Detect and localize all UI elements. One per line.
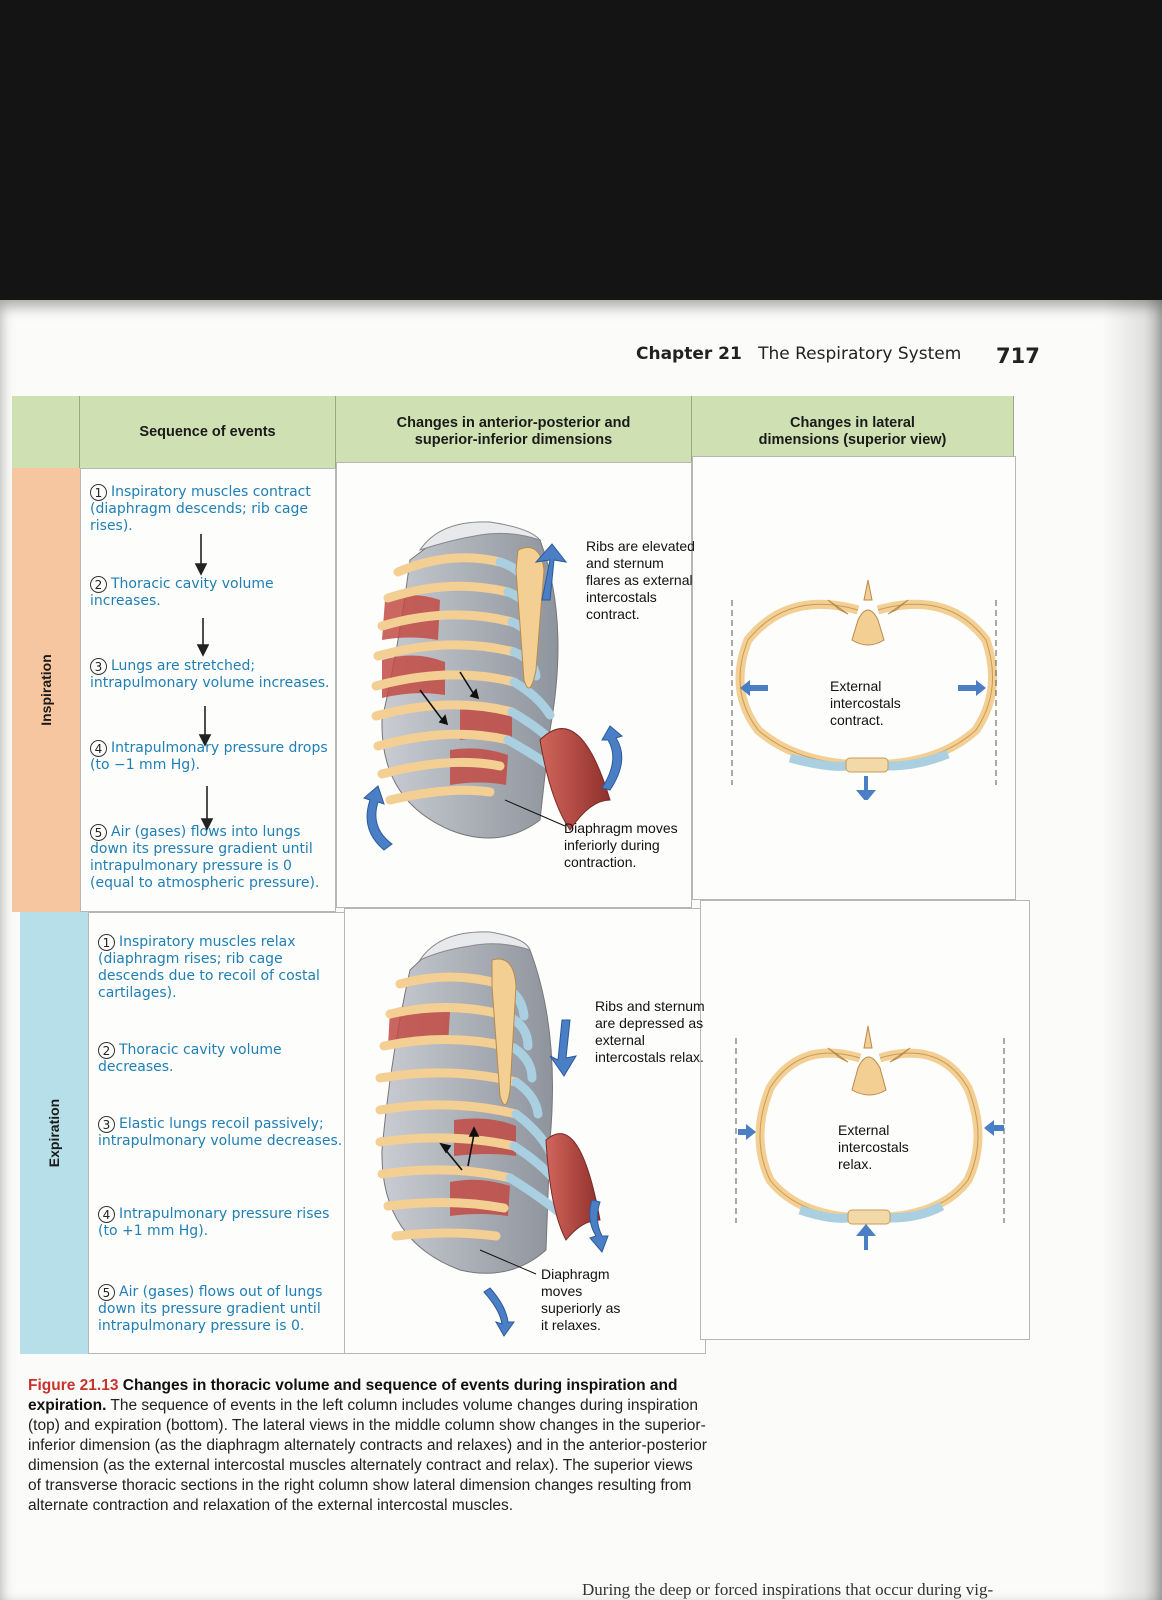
inspiration-diaphragm-callout: Diaphragm moves inferiorly during contra…	[564, 820, 678, 870]
inspiration-band: Inspiration	[12, 468, 80, 912]
left-arrow-icon	[740, 680, 768, 696]
inspiration-lateral-callout: External intercostals contract.	[830, 678, 901, 728]
step-number: 4	[90, 740, 107, 757]
figure-number: Figure 21.13	[28, 1377, 119, 1394]
step-text: Inspiratory muscles contract (diaphragm …	[90, 484, 311, 534]
running-head: Chapter 21 The Respiratory System	[636, 344, 961, 364]
page-number: 717	[996, 344, 1040, 368]
header-sequence-label: Sequence of events	[139, 423, 276, 440]
bottom-body-text: During the deep or forced inspirations t…	[582, 1580, 994, 1599]
expiration-label: Expiration	[46, 1098, 62, 1168]
right-arrow-icon	[738, 1124, 756, 1140]
inspiration-lateral-cell	[692, 456, 1016, 900]
inspiration-ribs-callout: Ribs are elevated and sternum flares as …	[586, 538, 695, 622]
running-head-chapter: Chapter 21	[636, 344, 742, 364]
step-text: Thoracic cavity volume increases.	[90, 576, 274, 609]
step-number: 3	[90, 658, 107, 675]
expiration-lateral-callout: External intercostals relax.	[838, 1122, 909, 1172]
inspiration-sequence-cell	[80, 468, 336, 912]
expiration-ribs-callout: Ribs and sternum are depressed as extern…	[595, 998, 705, 1065]
step-text: Thoracic cavity volume decreases.	[98, 1042, 282, 1075]
header-sequence: Sequence of events	[80, 396, 336, 468]
step-number: 3	[98, 1116, 115, 1133]
header-lateral-label: Changes in lateral dimensions (superior …	[758, 415, 947, 448]
step-number: 1	[90, 484, 107, 501]
expiration-band: Expiration	[20, 912, 88, 1354]
running-head-title: The Respiratory System	[758, 344, 962, 364]
step-number: 2	[90, 576, 107, 593]
expiration-ribcage-illustration	[375, 931, 609, 1337]
step-number: 5	[98, 1284, 115, 1301]
page-edge-shadow	[1102, 300, 1162, 1600]
up-arrow-icon	[856, 1224, 876, 1250]
inspiration-lateral-view	[731, 580, 998, 800]
figure-caption-body: The sequence of events in the left colum…	[28, 1397, 707, 1514]
inspiration-ribcage-illustration	[363, 521, 624, 851]
right-arrow-icon	[958, 680, 986, 696]
expiration-diaphragm-callout: Diaphragm moves superiorly as it relaxes…	[541, 1266, 621, 1333]
step-number: 4	[98, 1206, 115, 1223]
inspiration-label: Inspiration	[38, 654, 54, 726]
figure-caption: Figure 21.13 Changes in thoracic volume …	[28, 1376, 708, 1516]
step-text: Lungs are stretched; intrapulmonary volu…	[90, 658, 330, 691]
header-ap-si-label: Changes in anterior-posterior and superi…	[396, 415, 631, 448]
step-text: Air (gases) flows into lungs down its pr…	[90, 824, 320, 891]
step-text: Elastic lungs recoil passively; intrapul…	[98, 1116, 343, 1149]
left-arrow-icon	[984, 1120, 1004, 1136]
figure-title: Changes in thoracic volume and sequence …	[28, 1377, 678, 1414]
step-text: Inspiratory muscles relax (diaphragm ris…	[98, 934, 320, 1001]
down-arrow-icon	[856, 776, 876, 800]
header-ap-si: Changes in anterior-posterior and superi…	[336, 396, 692, 468]
step-text: Intrapulmonary pressure drops (to −1 mm …	[90, 740, 328, 773]
step-number: 2	[98, 1042, 115, 1059]
step-text: Intrapulmonary pressure rises (to +1 mm …	[98, 1206, 330, 1239]
header-corner	[12, 396, 80, 468]
step-number: 1	[98, 934, 115, 951]
step-text: Air (gases) flows out of lungs down its …	[98, 1284, 323, 1334]
expiration-lateral-view	[735, 1025, 1005, 1250]
expiration-sequence-cell	[88, 912, 350, 1354]
step-number: 5	[90, 824, 107, 841]
